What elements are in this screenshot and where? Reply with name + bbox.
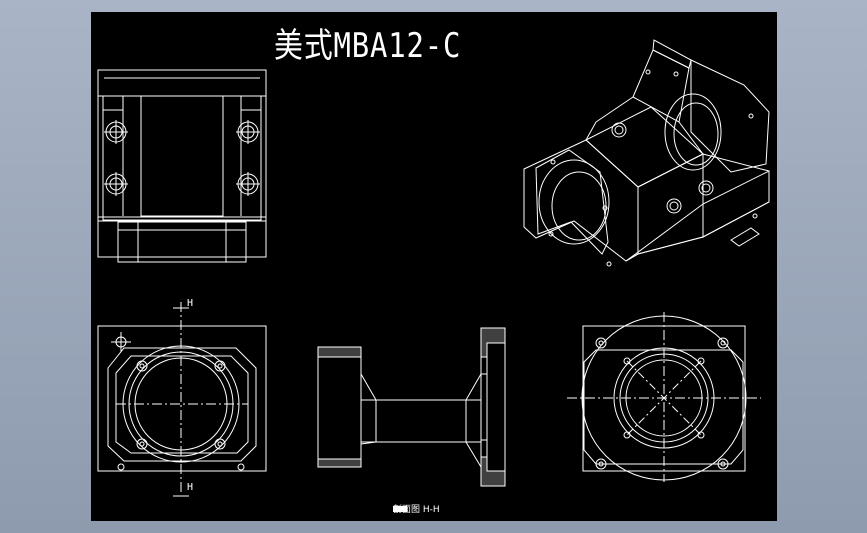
drawing-svg [97, 39, 770, 512]
top-hole [236, 120, 260, 144]
section-caption: 剖面图 H-H [393, 505, 440, 515]
top-hole [104, 172, 128, 196]
front-view [97, 302, 267, 497]
section-marker-bottom: H [187, 482, 194, 493]
top-hole [236, 172, 260, 196]
section-view [317, 327, 506, 487]
top-view [97, 69, 267, 263]
section-marker-top: H [187, 298, 194, 309]
drawing-canvas: 美式MBA12-C [91, 12, 777, 521]
side-view [567, 312, 761, 482]
isometric-view [523, 39, 770, 267]
drawing-title: 美式MBA12-C [274, 26, 462, 66]
top-hole [104, 120, 128, 144]
